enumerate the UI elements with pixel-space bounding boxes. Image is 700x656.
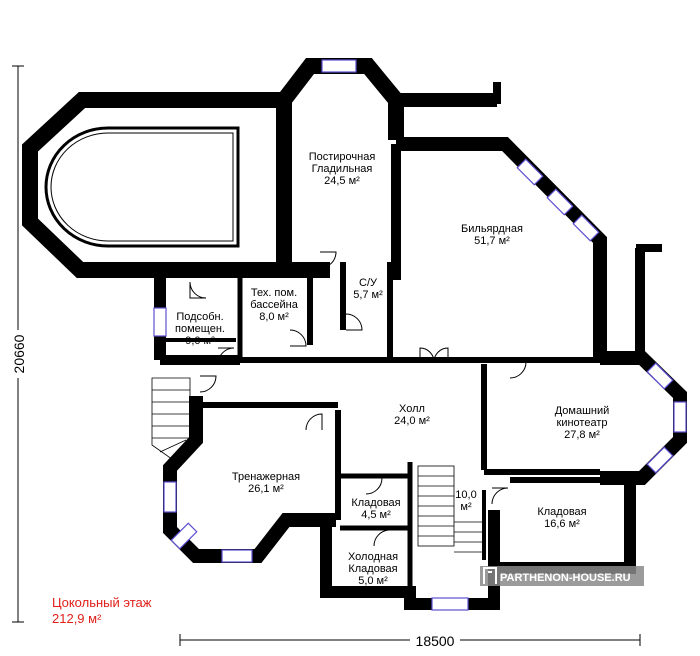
room-label-line: 10,0 — [455, 489, 476, 501]
room-label-line: Подсобн. — [176, 311, 223, 323]
room-label-line: Гладильная — [312, 163, 373, 175]
stair-curved — [151, 377, 191, 463]
room-label-line: Тех. пом. — [251, 287, 297, 299]
window-billiard-3 — [572, 214, 600, 242]
window-gym-bottom — [221, 549, 253, 563]
window-bottom — [431, 597, 469, 611]
room-label-line: кинотеатр — [557, 417, 608, 429]
stair-treads — [418, 475, 484, 553]
room-label-line: 9,0 м² — [185, 335, 215, 347]
room-label-podsobn: Подсобн.помещен.9,0 м² — [175, 311, 225, 347]
room-label-line: Кладовая — [348, 563, 397, 575]
pool-inner — [50, 132, 234, 242]
room-label-line: Холл — [399, 403, 425, 415]
room-label-line: 51,7 м² — [474, 235, 510, 247]
door-hall-double — [419, 347, 449, 363]
room-label-line: 27,8 м² — [564, 429, 600, 441]
floor-area: 212,9 м² — [52, 611, 102, 626]
door-storage — [491, 487, 509, 505]
room-label-line: Постирочная — [309, 151, 376, 163]
room-label-line: 5,0 м² — [358, 575, 388, 587]
room-label-line: 24,5 м² — [324, 175, 360, 187]
windows — [153, 59, 687, 611]
room-label-line: м² — [460, 501, 472, 513]
pool — [44, 126, 240, 248]
door-tech — [289, 329, 307, 347]
floor-name: Цокольный этаж — [52, 595, 152, 610]
window-billiard-1 — [516, 158, 544, 186]
room-label-line: Кладовая — [351, 497, 400, 509]
window-cinema-top — [646, 362, 674, 390]
stairs — [151, 377, 484, 553]
door-laundry — [319, 251, 337, 269]
window-gym-left — [163, 481, 177, 513]
room-label-line: С/У — [359, 277, 378, 289]
bottom-wall — [320, 516, 500, 610]
room-label-line: Бильярдная — [461, 223, 523, 235]
pool-outline — [44, 126, 240, 248]
room-label-line: 5,7 м² — [353, 289, 383, 301]
interior-walls — [166, 262, 630, 592]
door-kholodnaya — [373, 529, 391, 547]
room-label-line: Домашний — [555, 405, 610, 417]
window-gym-corner — [170, 522, 198, 550]
dimension-width: 18500 — [179, 631, 641, 649]
room-label-line: 26,1 м² — [248, 483, 284, 495]
room-label-line: 24,0 м² — [394, 415, 430, 427]
door-cinema — [509, 361, 527, 379]
door-podsobn-bottom — [217, 347, 235, 365]
door-gym — [305, 413, 323, 431]
window-cinema-right — [673, 401, 687, 433]
room-label-line: Тренажерная — [232, 471, 300, 483]
watermark: PARTHENON-HOUSE.RU — [480, 566, 644, 586]
billiard-wall — [396, 137, 607, 362]
dimension-height: 20660 — [6, 65, 30, 623]
door-service — [199, 375, 217, 393]
window-cinema-bottom — [646, 446, 674, 474]
window-billiard-2 — [546, 188, 574, 216]
door-podsobn — [189, 281, 207, 299]
room-label-line: Кладовая — [537, 506, 586, 518]
room-label-line: помещен. — [175, 323, 225, 335]
room-label-line: 16,6 м² — [544, 518, 580, 530]
watermark-text: PARTHENON-HOUSE.RU — [500, 572, 631, 584]
window-podsobn — [153, 307, 167, 337]
room-label-line: 4,5 м² — [361, 509, 391, 521]
walls — [22, 58, 687, 610]
window-laundry — [321, 59, 357, 73]
room-label-line: бассейна — [250, 299, 299, 311]
room-label-line: Холодная — [348, 551, 398, 563]
door-kladovaya — [365, 477, 383, 495]
dimension-width-label: 18500 — [416, 633, 455, 649]
room-label-line: 8,0 м² — [259, 311, 289, 323]
doors — [189, 251, 527, 547]
watermark-logo-icon — [483, 567, 497, 584]
dimension-height-label: 20660 — [11, 334, 27, 373]
door-su — [345, 313, 363, 331]
